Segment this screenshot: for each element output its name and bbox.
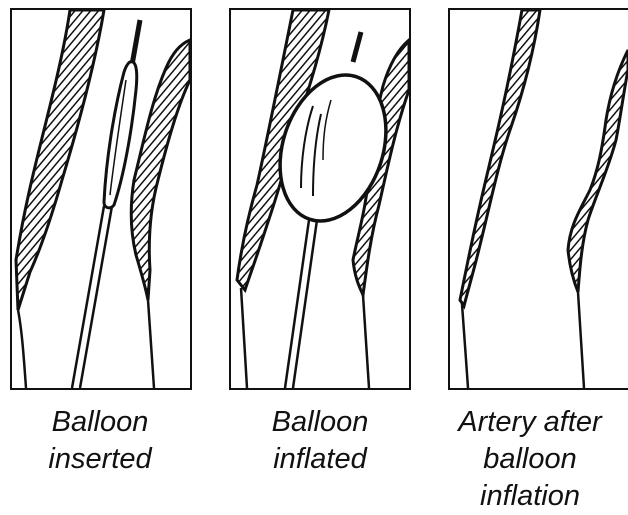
caption-line: Balloon — [220, 404, 420, 441]
caption-balloon-inflated: Balloon inflated — [220, 404, 420, 478]
caption-line: Balloon — [0, 404, 200, 441]
catheter-tip — [132, 20, 140, 65]
artery-wall-left — [460, 10, 540, 306]
artery-line-left — [241, 288, 247, 388]
caption-balloon-inserted: Balloon inserted — [0, 404, 200, 478]
artery-line-right — [578, 292, 584, 388]
artery-line-right — [148, 300, 154, 388]
artery-wall-right — [131, 40, 190, 300]
panel-balloon-inserted — [10, 8, 192, 390]
catheter-shaft-b — [80, 206, 112, 388]
caption-line: inflated — [220, 441, 420, 478]
caption-line: Artery after — [432, 404, 628, 441]
caption-line: inserted — [0, 441, 200, 478]
caption-artery-after-inflation: Artery after balloon inflation — [432, 404, 628, 515]
caption-line: balloon — [432, 441, 628, 478]
artery-line-right — [363, 295, 369, 388]
panel-artery-after-inflation — [448, 8, 628, 390]
artery-wall-right — [568, 50, 628, 292]
artery-line-left — [462, 304, 468, 388]
panel-balloon-inflated — [229, 8, 411, 390]
artery-line-left — [18, 310, 26, 388]
catheter-tip — [353, 32, 361, 62]
catheter-shaft-a — [72, 206, 104, 388]
caption-line: inflation — [432, 478, 628, 515]
artery-wall-left — [16, 10, 104, 310]
